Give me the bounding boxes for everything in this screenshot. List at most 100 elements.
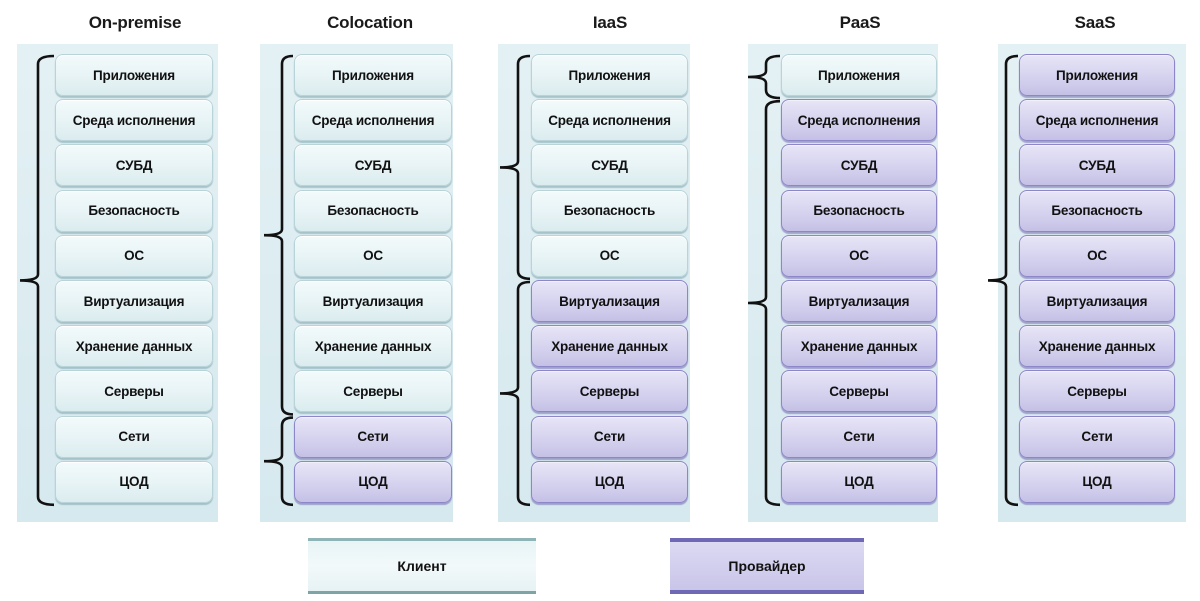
layer-label: Приложения — [1056, 67, 1138, 83]
bracket-provider — [987, 54, 1019, 507]
legend-client-label: Клиент — [397, 558, 447, 574]
layer-cell: ЦОД — [55, 460, 213, 503]
layer-cell: ЦОД — [1019, 460, 1175, 503]
layer-cell: Серверы — [294, 370, 452, 413]
layer-label: СУБД — [591, 157, 628, 173]
layer-cell: Хранение данных — [781, 325, 937, 368]
layer-cell: ОС — [294, 234, 452, 277]
layer-cell: ОС — [781, 234, 937, 277]
column-title-iaas: IaaS — [592, 13, 628, 32]
layer-cell: Серверы — [55, 370, 213, 413]
layer-cell: ОС — [55, 234, 213, 277]
layer-cell: Приложения — [531, 54, 688, 96]
layer-label: Хранение данных — [75, 338, 193, 354]
layer-label: СУБД — [1078, 157, 1116, 173]
layer-label: ЦОД — [1082, 474, 1112, 490]
layer-label: Безопасность — [88, 203, 180, 219]
layer-label: Безопасность — [327, 203, 419, 219]
layer-cell: Виртуализация — [1019, 280, 1175, 322]
layer-label: Безопасность — [1051, 203, 1143, 219]
layer-label: Среда исполнения — [548, 112, 671, 128]
layer-label: ЦОД — [594, 474, 625, 490]
layer-label: ОС — [599, 248, 620, 264]
layer-label: Серверы — [104, 383, 164, 399]
legend-provider: Провайдер — [670, 538, 864, 594]
column-title-saas: SaaS — [1074, 13, 1116, 32]
layer-label: ЦОД — [844, 474, 874, 490]
bracket-provider — [747, 99, 781, 507]
layer-label: СУБД — [840, 157, 878, 173]
layer-label: Сети — [593, 429, 626, 445]
layer-cell: Сети — [531, 415, 688, 458]
layer-label: Среда исполнения — [1035, 112, 1159, 128]
layer-label: Безопасность — [813, 203, 905, 219]
layer-cell: СУБД — [531, 144, 688, 187]
layer-cell: Безопасность — [1019, 189, 1175, 232]
layer-cell: Безопасность — [531, 189, 688, 232]
bracket-client — [747, 54, 781, 100]
layer-cell: Серверы — [531, 370, 688, 413]
layer-cell: Безопасность — [294, 189, 452, 232]
layer-label: Сети — [843, 429, 875, 445]
layer-label: Безопасность — [563, 203, 656, 219]
layer-cell: СУБД — [781, 144, 937, 187]
layer-cell: ОС — [531, 234, 688, 277]
layer-label: Среда исполнения — [311, 112, 435, 128]
layer-cell: Сети — [55, 415, 213, 458]
layer-label: ОС — [363, 248, 383, 264]
layer-cell: СУБД — [294, 144, 452, 187]
layer-cell: Среда исполнения — [781, 99, 937, 142]
layer-cell: Виртуализация — [294, 280, 452, 322]
layer-label: Виртуализация — [808, 293, 910, 309]
layer-cell: Хранение данных — [1019, 325, 1175, 368]
layer-label: Хранение данных — [314, 338, 432, 354]
layer-label: Серверы — [829, 383, 889, 399]
layer-label: Сети — [118, 429, 150, 445]
layer-label: Виртуализация — [322, 293, 424, 309]
layer-label: ОС — [1087, 248, 1107, 264]
layer-cell: Безопасность — [781, 189, 937, 232]
layer-label: Сети — [357, 429, 389, 445]
layer-cell: Среда исполнения — [294, 99, 452, 142]
layer-cell: Сети — [294, 415, 452, 458]
column-title-colocation: Colocation — [327, 13, 413, 32]
layer-cell: Виртуализация — [531, 280, 688, 322]
layer-label: Хранение данных — [551, 338, 668, 354]
layer-label: Виртуализация — [559, 293, 660, 309]
layer-label: Хранение данных — [1038, 338, 1156, 354]
layer-cell: Серверы — [781, 370, 937, 413]
layer-cell: ЦОД — [781, 460, 937, 503]
layer-cell: Безопасность — [55, 189, 213, 232]
layer-cell: Среда исполнения — [531, 99, 688, 142]
layer-label: Серверы — [579, 383, 640, 399]
layer-cell: Приложения — [55, 54, 213, 96]
legend-provider-label: Провайдер — [728, 558, 806, 574]
layer-label: Серверы — [1067, 383, 1127, 399]
layer-cell: ЦОД — [294, 460, 452, 503]
layer-label: Серверы — [343, 383, 403, 399]
layer-label: Приложения — [818, 67, 900, 83]
layer-cell: Приложения — [781, 54, 937, 96]
bracket-client — [263, 54, 294, 416]
layer-label: Сети — [1081, 429, 1113, 445]
layer-cell: Сети — [1019, 415, 1175, 458]
layer-label: Хранение данных — [800, 338, 918, 354]
layer-cell: Хранение данных — [294, 325, 452, 368]
layer-cell: СУБД — [55, 144, 213, 187]
layer-cell: ЦОД — [531, 460, 688, 503]
layer-cell: Приложения — [294, 54, 452, 96]
layer-label: Среда исполнения — [72, 112, 196, 128]
layer-cell: Сети — [781, 415, 937, 458]
layer-cell: Виртуализация — [55, 280, 213, 322]
layer-cell: Хранение данных — [531, 325, 688, 368]
layer-label: ЦОД — [119, 474, 149, 490]
layer-cell: Виртуализация — [781, 280, 937, 322]
layer-cell: Приложения — [1019, 54, 1175, 96]
layer-label: Приложения — [93, 67, 175, 83]
layer-cell: Среда исполнения — [55, 99, 213, 142]
layer-label: СУБД — [354, 157, 392, 173]
layer-label: Приложения — [332, 67, 414, 83]
layer-cell: ОС — [1019, 234, 1175, 277]
bracket-client — [19, 54, 55, 507]
